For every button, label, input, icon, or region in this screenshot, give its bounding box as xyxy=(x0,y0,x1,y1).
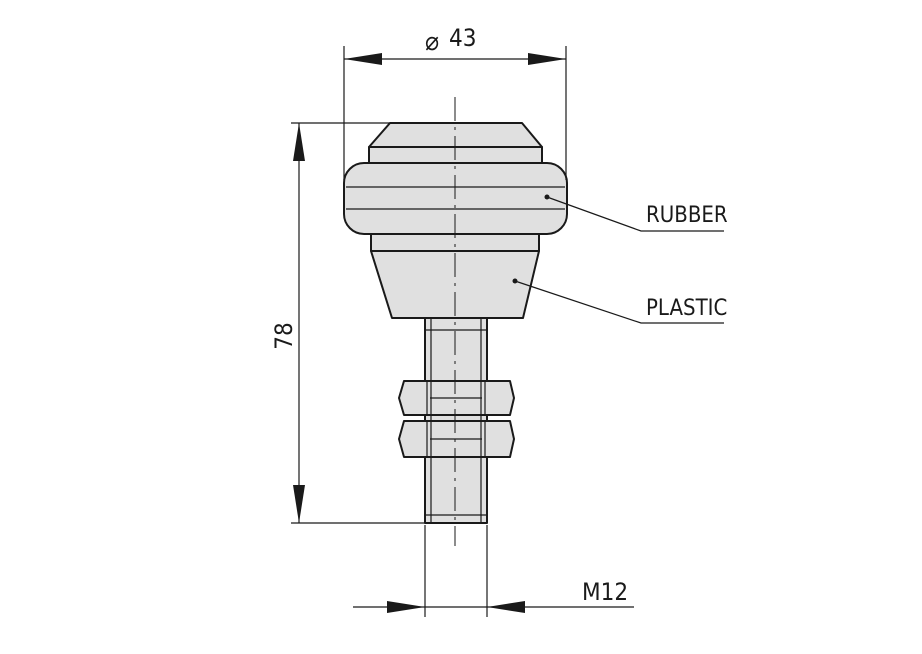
thread-label: M12 xyxy=(582,578,628,606)
diameter-dimension xyxy=(343,46,567,180)
callout-rubber xyxy=(544,194,724,232)
plastic-leader-line xyxy=(514,280,724,324)
plastic-label: PLASTIC xyxy=(646,296,727,321)
height-dimension xyxy=(291,122,425,524)
height-arrow-top xyxy=(293,123,305,161)
diameter-value: 43 xyxy=(449,24,476,52)
height-arrow-bottom xyxy=(293,485,305,523)
diameter-symbol: ⌀ xyxy=(425,27,439,57)
callout-plastic xyxy=(512,278,724,324)
diameter-arrow-right xyxy=(528,53,566,65)
thread-arrow-left xyxy=(387,601,425,613)
rubber-leader-line xyxy=(546,196,724,232)
thread-dimension xyxy=(353,525,634,617)
thread-arrow-right xyxy=(487,601,525,613)
diameter-arrow-left xyxy=(344,53,382,65)
height-value: 78 xyxy=(270,322,298,349)
rubber-label: RUBBER xyxy=(646,203,728,228)
